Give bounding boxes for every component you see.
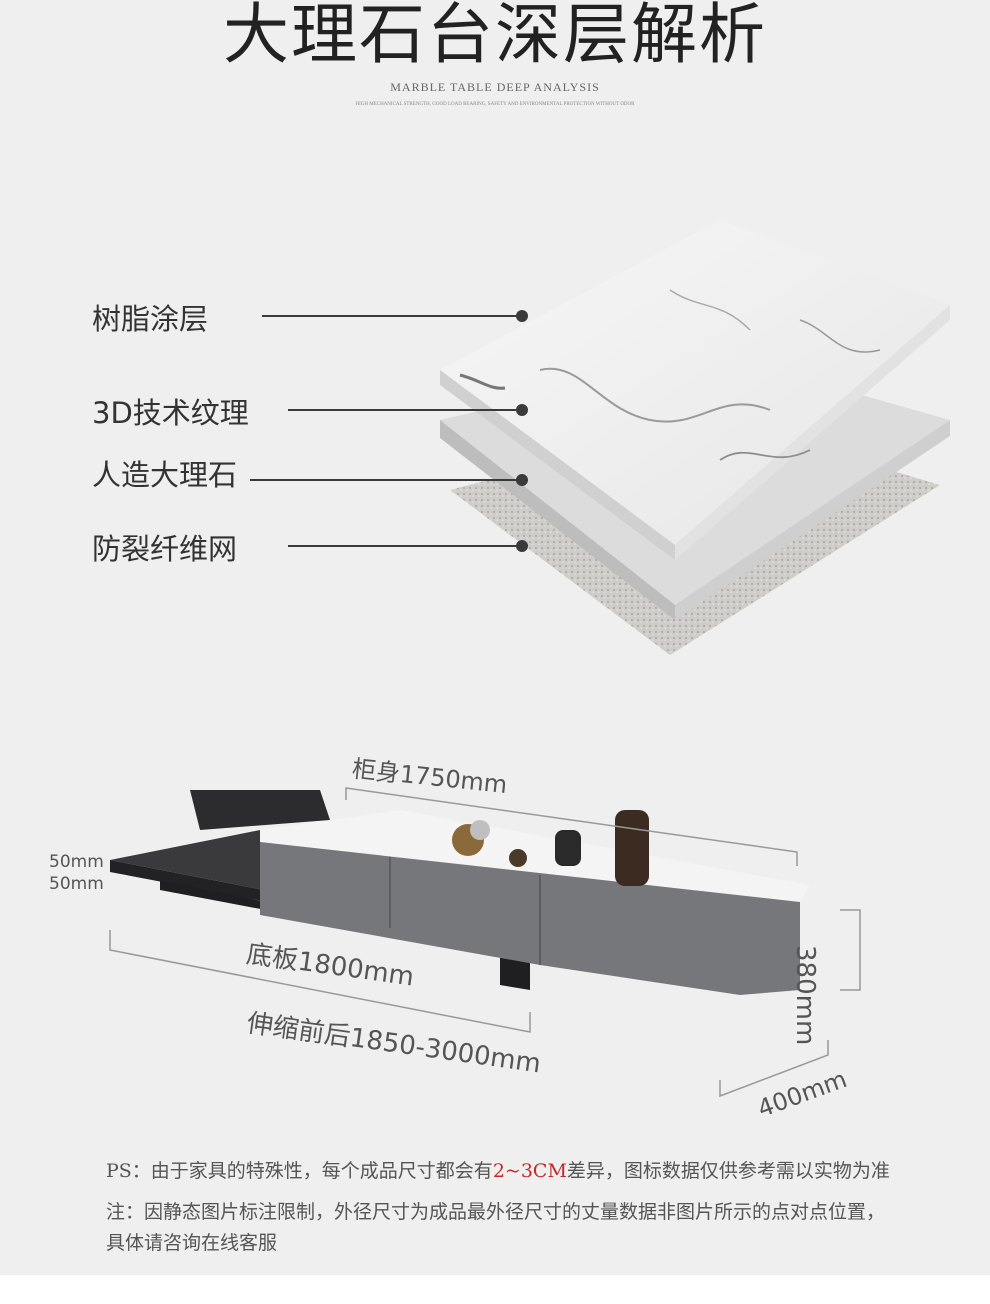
dimension-thickness-2: 50mm bbox=[49, 874, 104, 894]
dimension-thickness-1: 50mm bbox=[49, 852, 104, 872]
decor-vase-brown bbox=[615, 810, 649, 886]
leader-line bbox=[288, 409, 522, 411]
decor-vase-black bbox=[555, 830, 581, 866]
page-title: 大理石台深层解析 bbox=[223, 0, 767, 73]
marble-layers-illustration bbox=[440, 220, 950, 655]
ps-note-highlight: 2~3CM bbox=[492, 1160, 567, 1182]
grey-cabinet bbox=[260, 840, 800, 995]
leader-line bbox=[262, 315, 522, 317]
page-subtitle: MARBLE TABLE DEEP ANALYSIS bbox=[390, 80, 600, 94]
tv-cabinet-illustration bbox=[110, 790, 810, 995]
layer-label-fiber-mesh: 防裂纤维网 bbox=[92, 532, 238, 566]
layer-label-3d-texture: 3D技术纹理 bbox=[92, 396, 249, 430]
leader-dot bbox=[516, 474, 528, 486]
white-marble-top bbox=[260, 810, 810, 902]
disclaimer-line-2: 具体请咨询在线客服 bbox=[106, 1232, 278, 1254]
page-tagline: HIGH MECHANICAL STRENGTH, GOOD LOAD BEAR… bbox=[355, 102, 635, 107]
layer-label-resin: 树脂涂层 bbox=[92, 302, 209, 336]
leader-dot bbox=[516, 404, 528, 416]
dark-back-panel bbox=[190, 790, 330, 830]
ps-note-prefix: PS：由于家具的特殊性，每个成品尺寸都会有 bbox=[106, 1160, 493, 1182]
ps-note-suffix: 差异，图标数据仅供参考需以实物为准 bbox=[566, 1160, 890, 1182]
resin-coating-layer bbox=[440, 220, 950, 545]
disclaimer-line-1: 注：因静态图片标注限制，外径尺寸为成品最外径尺寸的丈量数据非图片所示的点对点位置… bbox=[106, 1201, 886, 1223]
layer-label-artificial-marble: 人造大理石 bbox=[92, 458, 238, 492]
leader-dot bbox=[516, 540, 528, 552]
leader-line bbox=[250, 479, 522, 481]
dimension-height: 380mm bbox=[790, 945, 820, 1046]
ps-note: PS：由于家具的特殊性，每个成品尺寸都会有2~3CM差异，图标数据仅供参考需以实… bbox=[106, 1156, 890, 1183]
leader-dot bbox=[516, 310, 528, 322]
leader-line bbox=[288, 545, 522, 547]
dimension-lines bbox=[109, 787, 861, 1098]
page-background: 大理石台深层解析 MARBLE TABLE DEEP ANALYSIS HIGH… bbox=[0, 0, 990, 1275]
